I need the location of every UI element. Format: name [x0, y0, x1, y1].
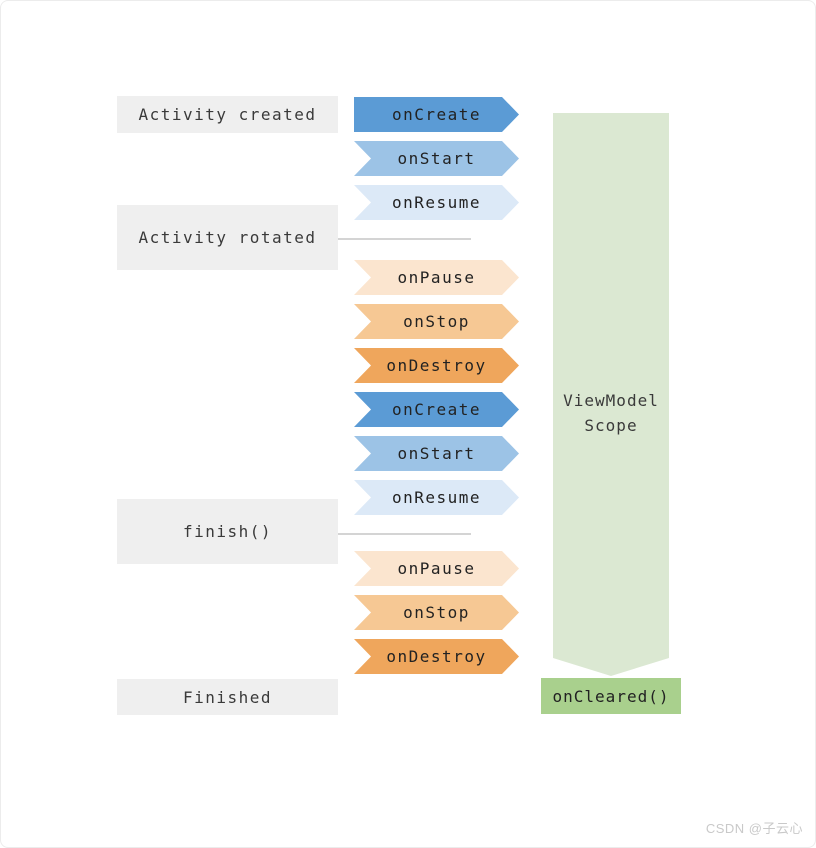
lifecycle-arrow-ondestroy: onDestroy [354, 348, 519, 383]
viewmodel-scope-arrow: ViewModel Scope [553, 113, 669, 676]
lifecycle-arrow-onstop: onStop [354, 304, 519, 339]
watermark: CSDN @子云心 [705, 821, 803, 836]
connector-line-finish [338, 533, 471, 535]
lifecycle-arrow-ondestroy: onDestroy [354, 639, 519, 674]
viewmodel-scope-label-line1: ViewModel [563, 391, 659, 410]
connector-line-rotated [338, 238, 471, 240]
viewmodel-scope-label-line2: Scope [584, 415, 638, 435]
stage-activity-created: Activity created [117, 96, 338, 133]
lifecycle-arrow-onresume: onResume [354, 185, 519, 220]
lifecycle-arrow-onpause: onPause [354, 260, 519, 295]
stage-finish: finish() [117, 499, 338, 564]
oncleared-box: onCleared() [541, 678, 681, 714]
lifecycle-arrow-onresume: onResume [354, 480, 519, 515]
stage-activity-rotated: Activity rotated [117, 205, 338, 270]
lifecycle-arrow-onstart: onStart [354, 141, 519, 176]
lifecycle-arrow-oncreate: onCreate [354, 392, 519, 427]
lifecycle-arrow-oncreate: onCreate [354, 97, 519, 132]
lifecycle-arrow-onstop: onStop [354, 595, 519, 630]
viewmodel-scope-label: ViewModel Scope [553, 389, 669, 439]
lifecycle-arrow-onstart: onStart [354, 436, 519, 471]
lifecycle-arrow-stack: onCreate onStart onResume onPause onStop onDe… [354, 97, 519, 674]
lifecycle-arrow-onpause: onPause [354, 551, 519, 586]
stage-finished: Finished [117, 679, 338, 715]
